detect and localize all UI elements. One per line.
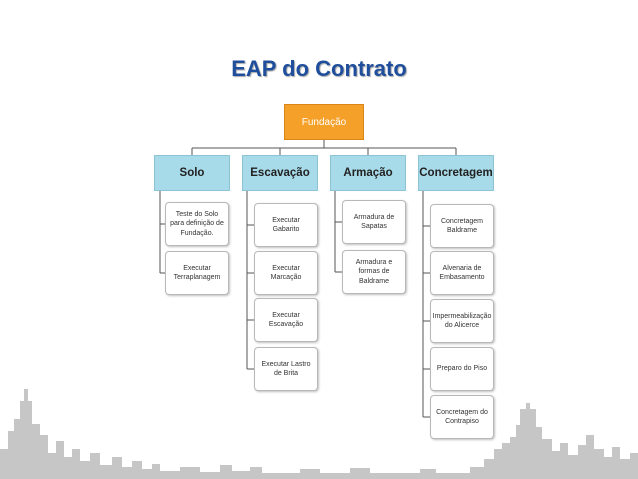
leaf-node: Executar Terraplanagem — [165, 251, 229, 295]
branch-node-armacao: Armação — [330, 155, 406, 191]
leaf-node: Executar Escavação — [254, 298, 318, 342]
leaf-node: Executar Gabarito — [254, 203, 318, 247]
leaf-node: Preparo do Piso — [430, 347, 494, 391]
diagram-title: EAP do Contrato — [231, 56, 407, 81]
leaf-node: Teste do Solo para definição de Fundação… — [165, 202, 229, 246]
leaf-node: Executar Marcação — [254, 251, 318, 295]
leaf-node: Concretagem do Contrapiso — [430, 395, 494, 439]
city-skyline-decoration — [0, 389, 638, 479]
branch-node-escavacao: Escavação — [242, 155, 318, 191]
leaf-node: Alvenaria de Embasamento — [430, 251, 494, 295]
leaf-node: Armadura e formas de Baldrame — [342, 250, 406, 294]
root-node-fundacao: Fundação — [284, 104, 364, 140]
leaf-node: Armadura de Sapatas — [342, 200, 406, 244]
leaf-node: Executar Lastro de Brita — [254, 347, 318, 391]
branch-node-solo: Solo — [154, 155, 230, 191]
branch-node-concretagem: Concretagem — [418, 155, 494, 191]
leaf-node: Impermeabilização do Alicerce — [430, 299, 494, 343]
leaf-node: Concretagem Baldrame — [430, 204, 494, 248]
